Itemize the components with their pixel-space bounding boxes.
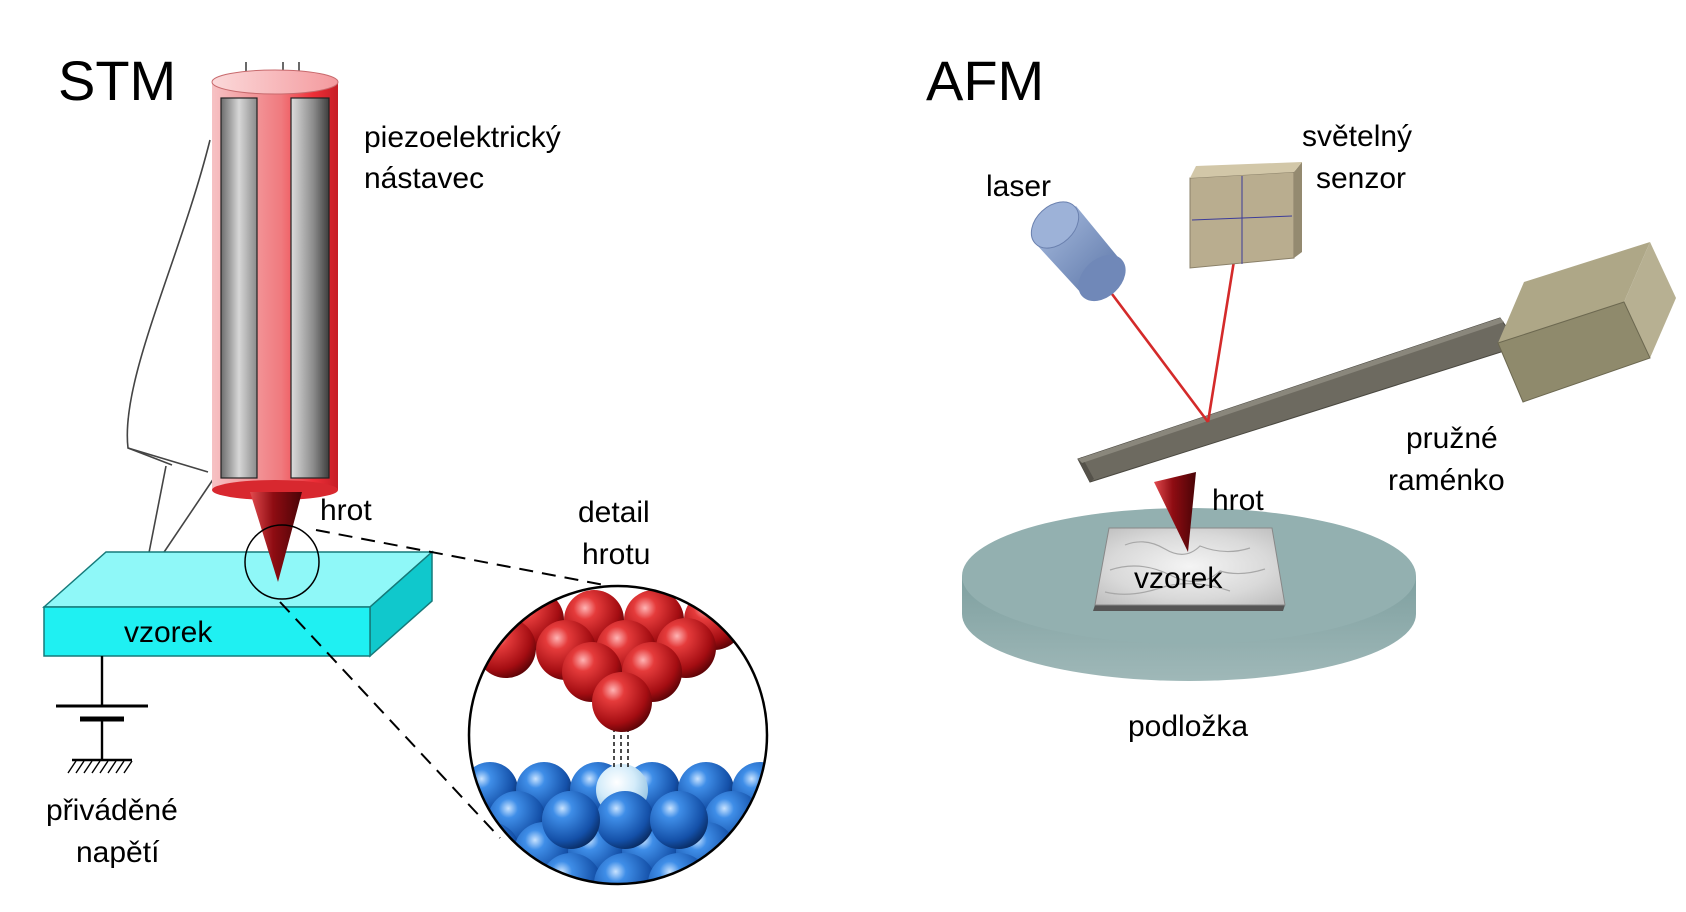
afm-cantilever bbox=[1077, 317, 1521, 483]
afm-substrate-label: podložka bbox=[1128, 710, 1248, 743]
afm-sample bbox=[1093, 527, 1286, 611]
stm-sample-label: vzorek bbox=[124, 616, 213, 649]
stm-voltage-label-line2: napětí bbox=[76, 836, 160, 869]
afm-title: AFM bbox=[926, 49, 1044, 112]
stm-voltage-label-line1: přiváděné bbox=[46, 794, 178, 827]
stm-tip-detail bbox=[467, 584, 769, 886]
afm-laser bbox=[1030, 201, 1126, 302]
stm-title: STM bbox=[58, 49, 176, 112]
stm-tip bbox=[250, 492, 302, 582]
stm-voltage-source-symbol bbox=[56, 656, 148, 774]
afm-cantilever-label-line1: pružné bbox=[1406, 422, 1498, 455]
afm-cantilever-base bbox=[1497, 242, 1676, 403]
stm-piezo-tube bbox=[211, 69, 339, 500]
stm-piezo-label-line2: nástavec bbox=[364, 162, 484, 195]
stm-panel: STM vzorek hrot bbox=[42, 49, 769, 886]
afm-sensor-label-line2: senzor bbox=[1316, 162, 1406, 195]
stm-tip-label: hrot bbox=[320, 494, 372, 527]
afm-tip-label: hrot bbox=[1212, 484, 1264, 517]
afm-light-sensor bbox=[1189, 162, 1302, 269]
stm-sample-block bbox=[42, 550, 434, 658]
afm-sensor-label-line1: světelný bbox=[1302, 120, 1412, 153]
afm-laser-label: laser bbox=[986, 170, 1051, 203]
stm-detail-label-line1: detail bbox=[578, 496, 650, 529]
afm-sample-label: vzorek bbox=[1134, 562, 1223, 595]
afm-tip bbox=[1154, 472, 1196, 552]
afm-panel: AFM vzorek hrot bbox=[926, 49, 1676, 743]
afm-cantilever-label-line2: raménko bbox=[1388, 464, 1505, 497]
stm-tip-highlight-circle bbox=[244, 524, 320, 600]
stm-piezo-label-line1: piezoelektrický bbox=[364, 121, 561, 154]
stm-detail-label-line2: hrotu bbox=[582, 538, 650, 571]
stm-zoom-lines bbox=[279, 529, 621, 839]
